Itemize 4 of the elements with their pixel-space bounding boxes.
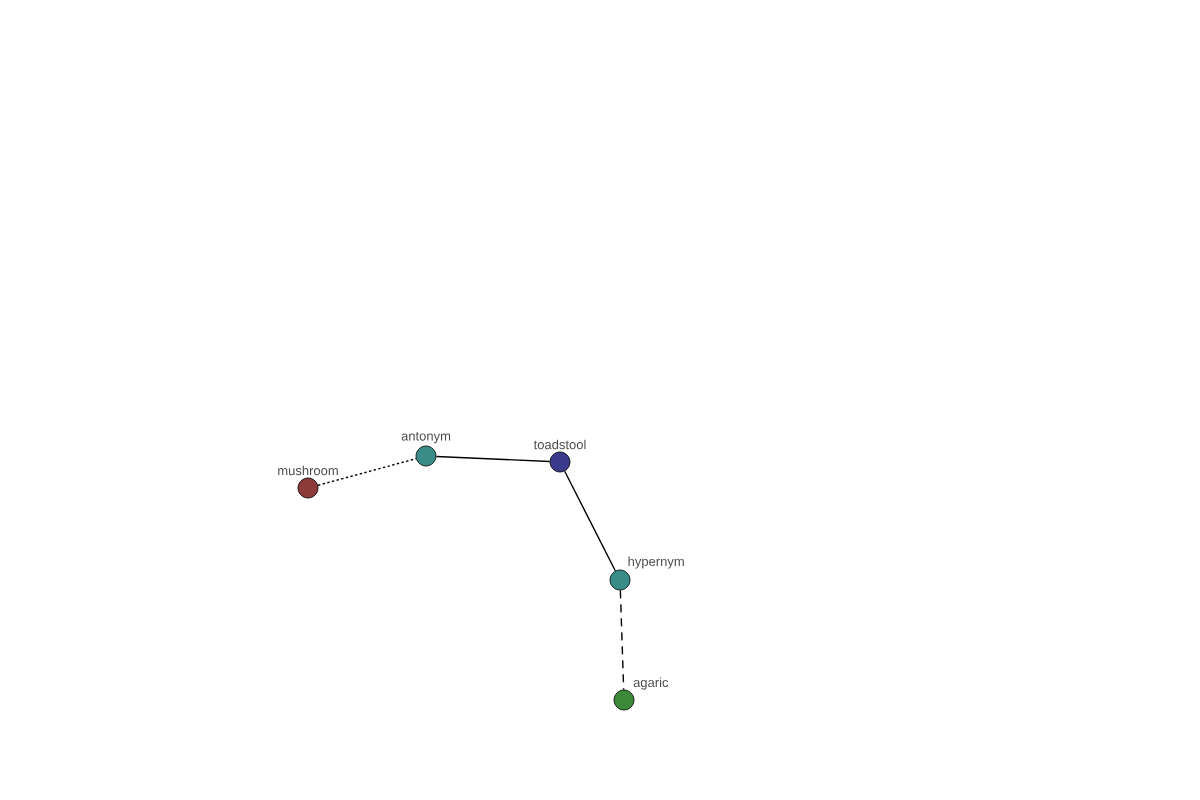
connector-line: [317, 458, 417, 486]
connector-line: [619, 589, 625, 691]
connector-line: [435, 455, 551, 463]
connector-line: [564, 470, 616, 572]
